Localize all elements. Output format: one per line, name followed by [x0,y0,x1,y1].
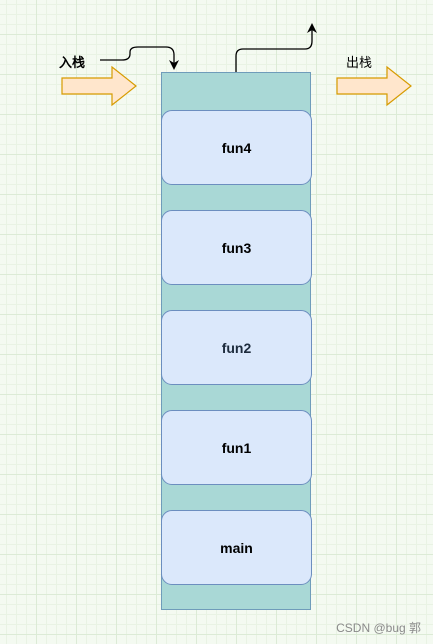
pop-label: 出栈 [346,55,373,70]
stack-frame-main: main [161,510,312,585]
push-label: 入栈 [59,55,86,70]
frame-label: fun4 [221,139,252,156]
stack-frame-fun4: fun4 [161,110,312,185]
frame-label: fun3 [221,239,252,256]
frame-label: fun2 [221,339,252,356]
watermark: CSDN @bug 郭 [336,621,421,635]
frame-label: main [220,539,253,556]
pop-connector-arrow [235,23,317,72]
frame-label: fun1 [221,439,252,456]
stack-frame-fun1: fun1 [161,410,312,485]
stack-frame-fun2: fun2 [161,310,312,385]
push-connector-arrow [100,46,179,70]
push-block-arrow [61,65,137,107]
stack-frame-fun3: fun3 [161,210,312,285]
pop-block-arrow [336,65,412,107]
